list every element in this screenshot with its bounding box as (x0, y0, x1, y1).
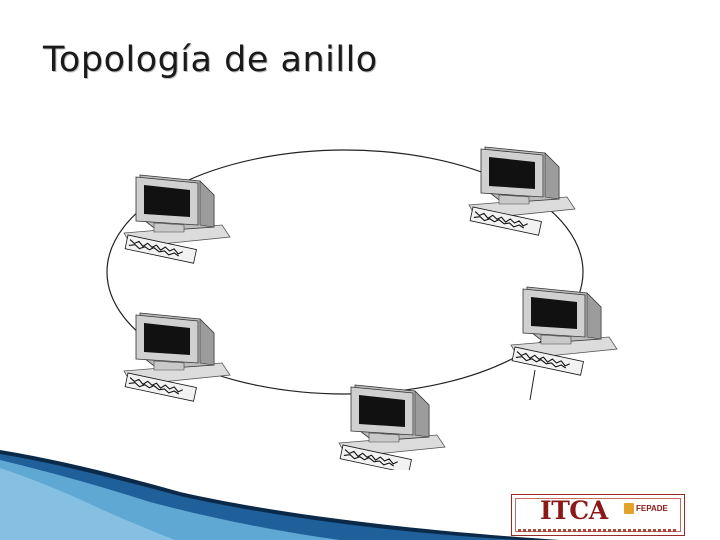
corner-wave-decoration (0, 450, 560, 540)
ring-connection (106, 149, 584, 395)
computer-icon (510, 286, 618, 376)
ring-topology-svg (106, 146, 618, 470)
logo-brand-text: ITCA (540, 496, 608, 525)
book-icon (624, 503, 634, 514)
logo-partner-text: FEPADE (636, 504, 668, 513)
slide-title: Topología de anillo (43, 40, 378, 80)
ring-topology-diagram (60, 125, 622, 470)
computer-icon (123, 174, 231, 264)
computer-icon (468, 146, 576, 236)
itca-fepade-logo: ITCA FEPADE (511, 494, 685, 536)
computer-icon (123, 312, 231, 402)
nodes-layer (123, 146, 618, 470)
logo-tagline (518, 529, 678, 532)
